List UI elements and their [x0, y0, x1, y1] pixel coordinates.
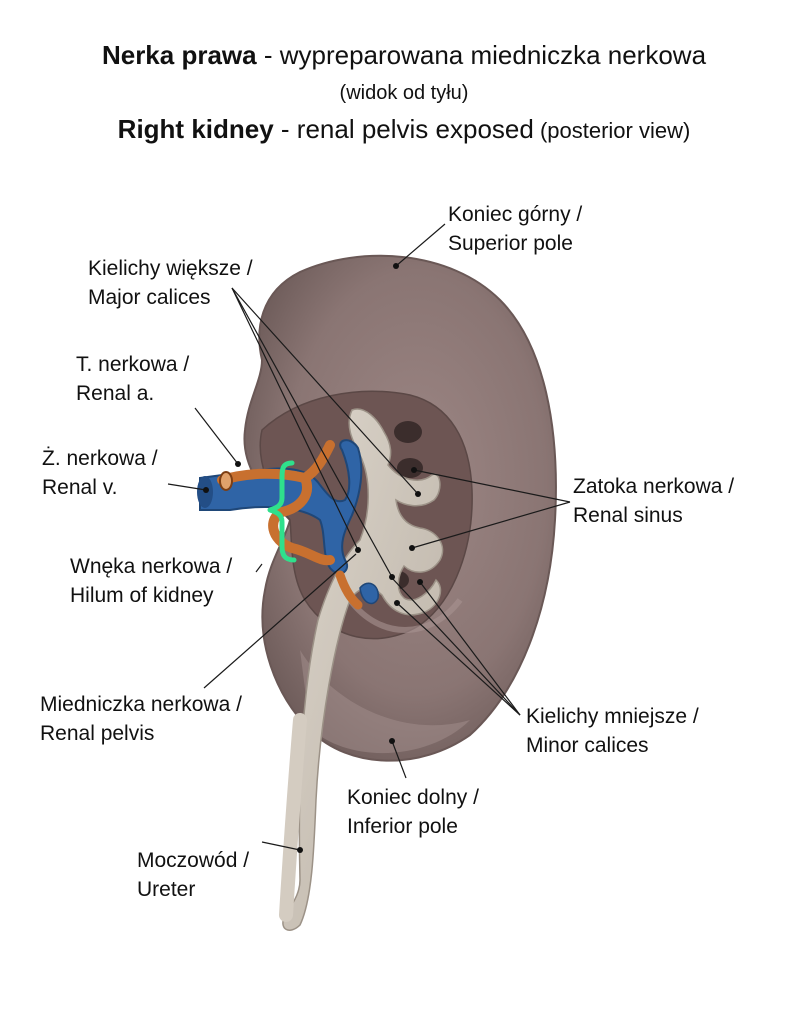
label-ureter-pl: Moczowód / [137, 849, 250, 872]
renal-artery-lumen [219, 471, 233, 491]
leader-renal-sinus-b [411, 501, 571, 549]
title-english-small: (posterior view) [533, 118, 691, 143]
calyx-cup [394, 421, 422, 443]
title-polish-rest: - wypreparowana miedniczka nerkowa [256, 40, 707, 70]
leader-renal-sinus-a [413, 469, 571, 503]
label-hilum-pl: Wnęka nerkowa / [70, 555, 233, 578]
leader-major-calices-b [231, 287, 359, 551]
vein-branch-lower [359, 582, 379, 605]
leader-renal-vein [167, 483, 207, 491]
label-renal-artery: T. nerkowa / Renal a. [76, 350, 189, 408]
title-english: Right kidney - renal pelvis exposed (pos… [0, 114, 808, 145]
artery-branch-lower [335, 570, 363, 610]
label-superior-pole-en: Superior pole [448, 232, 573, 255]
endpoint-dot [203, 487, 209, 493]
label-major-calices: Kielichy większe / Major calices [88, 254, 253, 312]
label-renal-artery-pl: T. nerkowa / [76, 353, 190, 376]
label-major-calices-pl: Kielichy większe / [88, 257, 253, 280]
leader-minor-calices-c [419, 581, 521, 716]
endpoint-dot [389, 574, 395, 580]
title-english-rest: - renal pelvis exposed [273, 114, 534, 144]
label-inferior-pole: Koniec dolny / Inferior pole [347, 783, 479, 841]
endpoint-dot [297, 847, 303, 853]
label-hilum-en: Hilum of kidney [70, 584, 214, 607]
renal-artery-vessel [217, 440, 335, 566]
endpoint-dot [417, 579, 423, 585]
title-english-bold: Right kidney [117, 114, 274, 144]
label-superior-pole-pl: Koniec górny / [448, 203, 583, 226]
leader-renal-pelvis [203, 553, 357, 689]
endpoint-dot [355, 547, 361, 553]
endpoint-dot [393, 263, 399, 269]
leader-inferior-pole [391, 740, 407, 779]
label-hilum: Wnęka nerkowa / Hilum of kidney [70, 552, 232, 610]
endpoint-dot [389, 738, 395, 744]
label-inferior-pole-en: Inferior pole [347, 815, 458, 838]
endpoint-dot [415, 491, 421, 497]
label-minor-calices-pl: Kielichy mniejsze / [526, 705, 699, 728]
leader-ureter [261, 841, 301, 851]
renal-pelvis-shape [282, 408, 444, 931]
endpoint-dot [394, 600, 400, 606]
leader-renal-artery [194, 407, 239, 465]
leader-hilum [255, 563, 263, 573]
label-renal-sinus: Zatoka nerkowa / Renal sinus [573, 472, 734, 530]
sinus-rim [347, 598, 463, 633]
label-ureter: Moczowód / Ureter [137, 846, 249, 904]
label-ureter-en: Ureter [137, 878, 196, 901]
title-polish: Nerka prawa - wypreparowana miedniczka n… [0, 40, 808, 71]
label-renal-vein: Ż. nerkowa / Renal v. [42, 444, 158, 502]
label-renal-pelvis-pl: Miedniczka nerkowa / [40, 693, 242, 716]
label-superior-pole: Koniec górny / Superior pole [448, 200, 582, 258]
endpoint-dot [409, 545, 415, 551]
label-renal-artery-en: Renal a. [76, 382, 155, 405]
label-minor-calices-en: Minor calices [526, 734, 649, 757]
label-renal-sinus-pl: Zatoka nerkowa / [573, 475, 735, 498]
label-renal-vein-en: Renal v. [42, 476, 118, 499]
leader-minor-calices-b [396, 602, 521, 716]
title-polish-bold: Nerka prawa [101, 40, 257, 70]
calyx-cup [397, 458, 423, 478]
leader-lines [167, 223, 571, 851]
label-inferior-pole-pl: Koniec dolny / [347, 786, 479, 809]
endpoint-dot [411, 467, 417, 473]
label-renal-vein-pl: Ż. nerkowa / [42, 447, 158, 470]
label-renal-pelvis-en: Renal pelvis [40, 722, 155, 745]
label-major-calices-en: Major calices [88, 286, 211, 309]
label-minor-calices: Kielichy mniejsze / Minor calices [526, 702, 699, 760]
leader-minor-calices-a [391, 577, 521, 716]
lower-pole-shading [300, 650, 470, 754]
hilum-bracket [267, 460, 297, 563]
title-polish-subtitle: (widok od tyłu) [339, 82, 469, 104]
endpoint-dot [235, 461, 241, 467]
leader-endpoints [203, 263, 423, 853]
leader-major-calices-a [231, 287, 419, 495]
leader-major-calices-c [231, 287, 393, 578]
label-renal-pelvis: Miedniczka nerkowa / Renal pelvis [40, 690, 242, 748]
label-renal-sinus-en: Renal sinus [573, 504, 683, 527]
leader-superior-pole [395, 223, 446, 267]
ureter-tube [279, 713, 307, 922]
